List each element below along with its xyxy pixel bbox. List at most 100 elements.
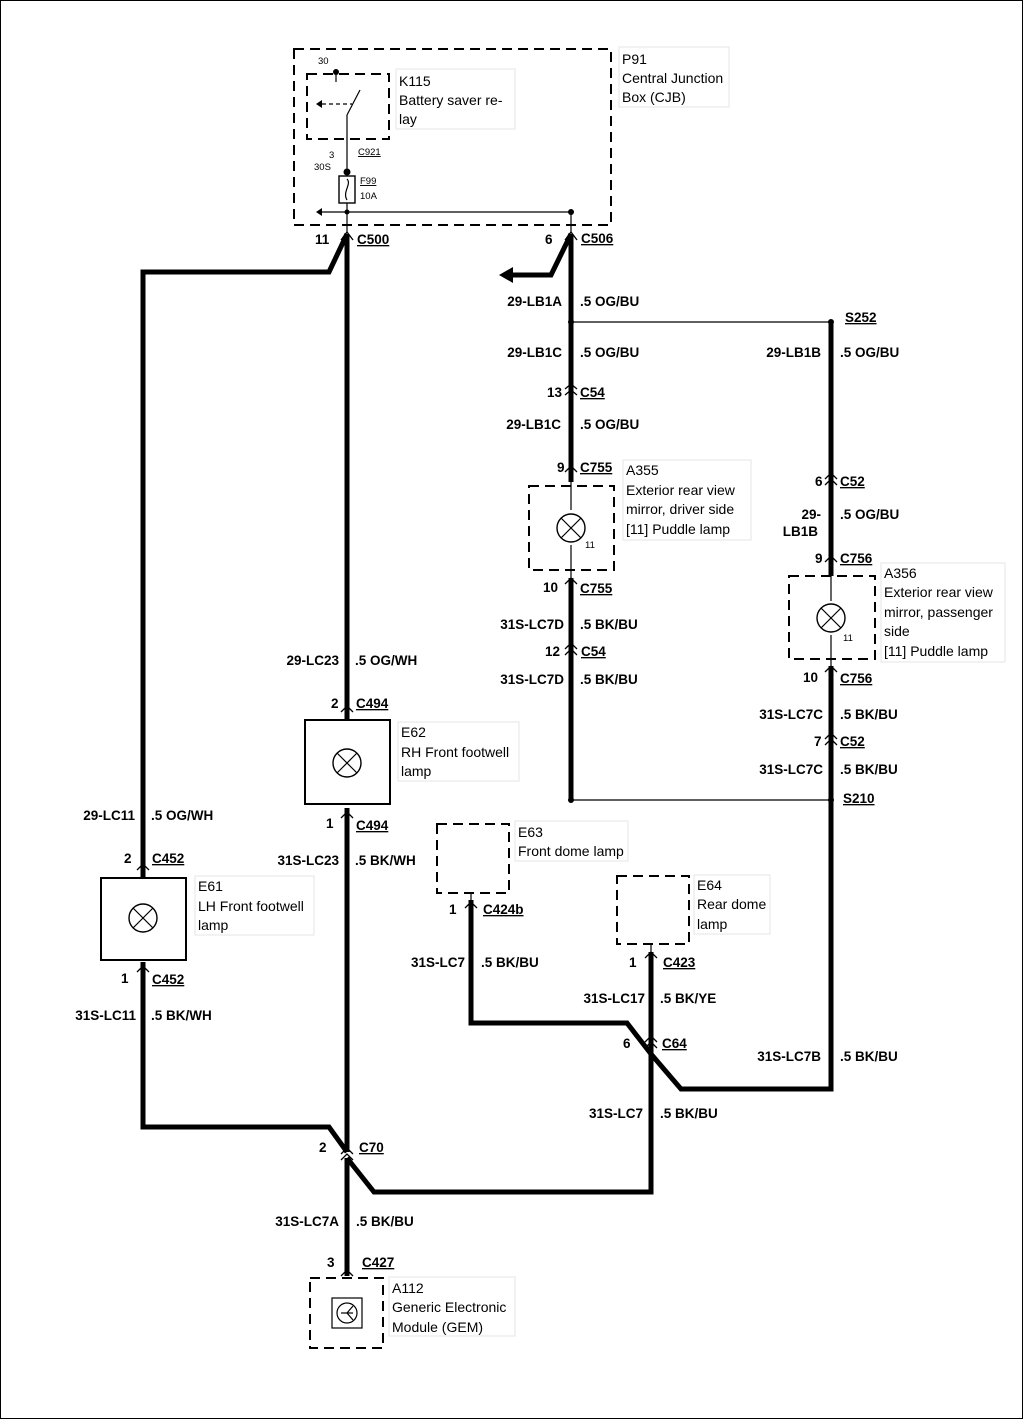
lamp-icon bbox=[816, 603, 846, 633]
wire-spec: .5 OG/BU bbox=[580, 294, 639, 309]
connector-name: C755 bbox=[580, 581, 613, 596]
e64-box bbox=[616, 875, 690, 945]
a112-line-1: Generic Electronic bbox=[392, 1299, 506, 1315]
a356-id: A356 bbox=[884, 565, 917, 581]
e63-box bbox=[436, 823, 510, 894]
connector-name: C756 bbox=[840, 551, 873, 566]
p91-id: P91 bbox=[622, 51, 647, 67]
connector-name: C500 bbox=[357, 232, 389, 247]
wire-spec: .5 BK/WH bbox=[355, 853, 416, 868]
connector-name: C54 bbox=[581, 644, 606, 659]
k115-line-1: Battery saver re- bbox=[399, 92, 503, 108]
wire-circuit: 29-LB1B bbox=[766, 345, 821, 360]
connector-pin: 2 bbox=[331, 696, 339, 711]
a355-line-2: mirror, driver side bbox=[626, 501, 734, 517]
a112-id: A112 bbox=[392, 1280, 424, 1296]
a356-line-4: [11] Puddle lamp bbox=[884, 643, 988, 659]
connector-pin: 1 bbox=[629, 955, 637, 970]
module-icon bbox=[331, 1297, 363, 1329]
wire-spec: .5 BK/BU bbox=[660, 1106, 718, 1121]
connector-pin: 7 bbox=[814, 734, 822, 749]
e63-id: E63 bbox=[518, 824, 543, 840]
connector-name: C506 bbox=[581, 231, 614, 246]
wire-circuit: 31S-LC17 bbox=[583, 991, 645, 1006]
wire-circuit: 29-LB1C bbox=[506, 417, 561, 432]
wire-spec: .5 BK/BU bbox=[481, 955, 539, 970]
a355-id: A355 bbox=[626, 462, 659, 478]
connector-pin: 1 bbox=[121, 971, 129, 986]
wire-circuit: 31S-LC7B bbox=[757, 1049, 821, 1064]
lamp-icon bbox=[128, 903, 158, 933]
connector-pin: 11 bbox=[315, 232, 330, 247]
a112-line-2: Module (GEM) bbox=[392, 1319, 483, 1335]
continuation-arrow bbox=[499, 267, 513, 283]
e61-id: E61 bbox=[198, 878, 223, 894]
e62-id: E62 bbox=[401, 724, 426, 740]
connector-pin: 1 bbox=[449, 902, 457, 917]
splice-name: S210 bbox=[843, 791, 875, 806]
connector-pin: 9 bbox=[815, 551, 823, 566]
wire-spec: .5 OG/BU bbox=[840, 345, 899, 360]
e62-line-2: lamp bbox=[401, 763, 432, 779]
a356-line-2: mirror, passenger bbox=[884, 604, 993, 620]
k115-line-2: lay bbox=[399, 111, 417, 127]
p91-line-1: Central Junction bbox=[622, 70, 723, 86]
connector-name: C52 bbox=[840, 474, 865, 489]
e63-line-1: Front dome lamp bbox=[518, 843, 624, 859]
connector-pin: 10 bbox=[543, 580, 558, 595]
pin-30-label: 30 bbox=[318, 56, 329, 67]
connector-pin: 6 bbox=[545, 232, 553, 247]
cjb-box bbox=[293, 48, 612, 226]
connector-name: C64 bbox=[662, 1036, 687, 1051]
a355-line-3: [11] Puddle lamp bbox=[626, 521, 730, 537]
splice-dot bbox=[568, 797, 574, 803]
wire-spec: .5 BK/BU bbox=[580, 672, 638, 687]
pin-30s-label: 30S bbox=[314, 162, 331, 173]
connector-name: C70 bbox=[359, 1140, 384, 1155]
a356-line-3: side bbox=[884, 623, 910, 639]
e64-line-1: Rear dome bbox=[697, 896, 766, 912]
connector-pin: 10 bbox=[803, 670, 818, 685]
wire-circuit: 29-LC23 bbox=[286, 653, 339, 668]
connector-pin: 6 bbox=[815, 474, 823, 489]
splice-dot bbox=[828, 797, 834, 803]
splice-name: S252 bbox=[845, 310, 877, 325]
a112-box bbox=[309, 1277, 384, 1349]
wire-circuit: 31S-LC7C bbox=[759, 707, 823, 722]
connector-name: C54 bbox=[580, 385, 605, 400]
wire-spec: .5 BK/BU bbox=[840, 1049, 898, 1064]
wire-circuit-line-2: LB1B bbox=[783, 524, 819, 539]
wire-circuit: 29-LB1A bbox=[507, 294, 562, 309]
wire-spec: .5 OG/WH bbox=[355, 653, 417, 668]
connector-name: C494 bbox=[356, 818, 389, 833]
e61-line-2: lamp bbox=[198, 917, 229, 933]
connector-name: C452 bbox=[152, 851, 184, 866]
wire-spec: .5 BK/BU bbox=[840, 762, 898, 777]
connector-pin: 3 bbox=[327, 1255, 335, 1270]
k115-id: K115 bbox=[399, 73, 431, 89]
wire-circuit: 31S-LC7D bbox=[500, 617, 564, 632]
wire-circuit: 31S-LC11 bbox=[75, 1008, 136, 1023]
connector-name: C427 bbox=[362, 1255, 394, 1270]
connector-pin: 2 bbox=[319, 1140, 327, 1155]
wire-spec: .5 BK/BU bbox=[840, 707, 898, 722]
wire-spec: .5 BK/BU bbox=[356, 1214, 414, 1229]
connector-pin: 2 bbox=[124, 851, 132, 866]
wire-spec: .5 OG/WH bbox=[151, 808, 213, 823]
wire-circuit: 31S-LC7 bbox=[411, 955, 465, 970]
connector-pin: 1 bbox=[326, 816, 334, 831]
connector-name: C452 bbox=[152, 972, 184, 987]
wire-circuit: 31S-LC7 bbox=[589, 1106, 643, 1121]
connector-name: C423 bbox=[663, 955, 696, 970]
connector-pin: 9 bbox=[557, 460, 565, 475]
p91-line-2: Box (CJB) bbox=[622, 89, 686, 105]
wire-spec: .5 OG/BU bbox=[580, 345, 639, 360]
wire-spec: .5 OG/BU bbox=[580, 417, 639, 432]
connector-name: C756 bbox=[840, 671, 873, 686]
wire-spec: .5 OG/BU bbox=[840, 507, 899, 522]
wire-spec: .5 BK/BU bbox=[580, 617, 638, 632]
wire-circuit: 31S-LC7C bbox=[759, 762, 823, 777]
relay-symbol bbox=[316, 69, 361, 212]
a355-line-1: Exterior rear view bbox=[626, 482, 736, 498]
